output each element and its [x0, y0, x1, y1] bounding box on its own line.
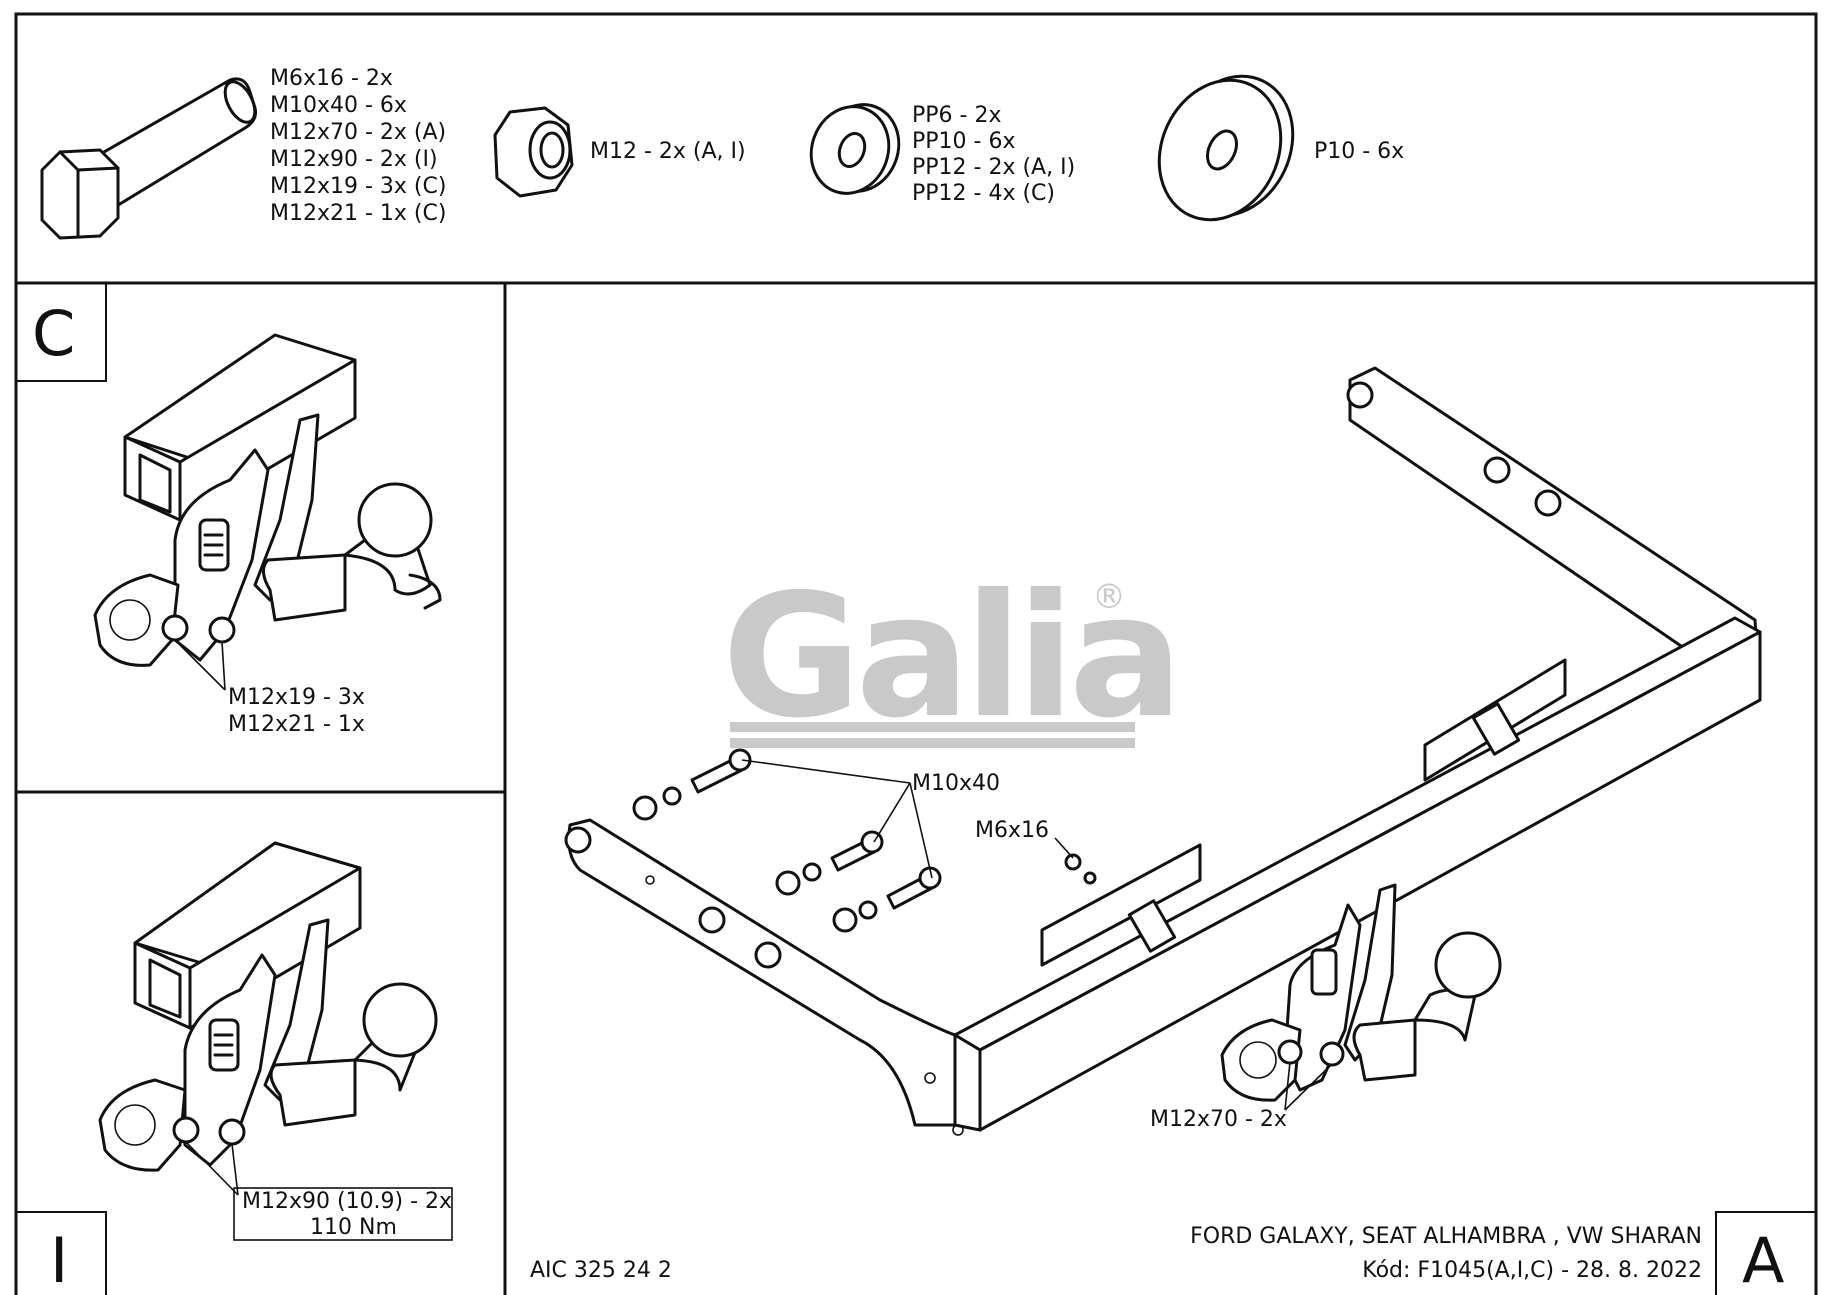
- panel-i-leader: [185, 1141, 239, 1196]
- m10x40-leader: [873, 782, 911, 843]
- ball-assembly-drawing: [1220, 883, 1502, 1102]
- panel-c-label: M12x21 - 1x: [228, 712, 365, 737]
- washer-spec: PP12 - 2x (A, I): [912, 155, 1075, 180]
- registered-mark: ®: [1092, 577, 1126, 617]
- bolt-spec: M12x70 - 2x (A): [270, 120, 446, 145]
- m6x16-callout: M6x16: [975, 818, 1049, 843]
- panel-i-torque-box: [233, 1187, 453, 1241]
- washer-icon: [809, 103, 901, 195]
- kod-and-date: Kód: F1045(A,I,C) - 28. 8. 2022: [1362, 1258, 1702, 1283]
- panel-a-letter-box: [1715, 1211, 1817, 1295]
- panel-a-letter: A: [1742, 1224, 1784, 1295]
- panel-i-letter-box: [15, 1211, 107, 1295]
- m12x70-leader: [1284, 1063, 1333, 1111]
- galia-logo: Galia ®: [722, 558, 1184, 756]
- m12x70-leader: [1284, 1061, 1291, 1111]
- bolt-spec: M12x90 - 2x (I): [270, 147, 438, 172]
- towbar-i-fixed-drawing: [98, 841, 438, 1172]
- crossbar-drawing: [564, 366, 1762, 1136]
- m12x70-callout: M12x70 - 2x: [1150, 1107, 1287, 1132]
- panel-i-leader: [231, 1143, 239, 1196]
- panel-c-letter: C: [32, 297, 75, 370]
- panel-c-letter-box: [15, 282, 107, 382]
- outer-frame: [14, 12, 1818, 1295]
- bolt-spec: M10x40 - 6x: [270, 93, 407, 118]
- washer-spec: PP6 - 2x: [912, 103, 1001, 128]
- m10x40-callout: M10x40: [912, 771, 1000, 796]
- large-washer-spec: P10 - 6x: [1314, 139, 1404, 164]
- bolt-spec: M12x21 - 1x (C): [270, 201, 446, 226]
- panel-i-torque: 110 Nm: [310, 1215, 397, 1240]
- hex-nut-icon: [493, 106, 574, 198]
- panel-i-label: M12x90 (10.9) - 2x: [242, 1189, 452, 1214]
- bolt-spec: M6x16 - 2x: [270, 66, 393, 91]
- bolt-icon: [40, 77, 257, 240]
- panel-c-leader: [174, 639, 226, 691]
- fastener-group-drawing: [632, 748, 1097, 933]
- panel-c-leader: [221, 641, 226, 691]
- large-washer-icon: [1157, 74, 1295, 222]
- vehicle-list: FORD GALAXY, SEAT ALHAMBRA , VW SHARAN: [1190, 1224, 1702, 1249]
- towbar-c-detachable-drawing: [93, 333, 442, 667]
- panel-i-letter: I: [50, 1224, 68, 1295]
- panel-c-label: M12x19 - 3x: [228, 685, 365, 710]
- washer-spec: PP10 - 6x: [912, 129, 1015, 154]
- washer-spec: PP12 - 4x (C): [912, 181, 1055, 206]
- bolt-spec: M12x19 - 3x (C): [270, 174, 446, 199]
- nut-spec: M12 - 2x (A, I): [590, 139, 746, 164]
- m10x40-leader: [909, 782, 933, 879]
- m6x16-leader: [1054, 837, 1074, 859]
- drawing-code: AIC 325 24 2: [530, 1258, 672, 1283]
- m10x40-leader: [741, 759, 911, 784]
